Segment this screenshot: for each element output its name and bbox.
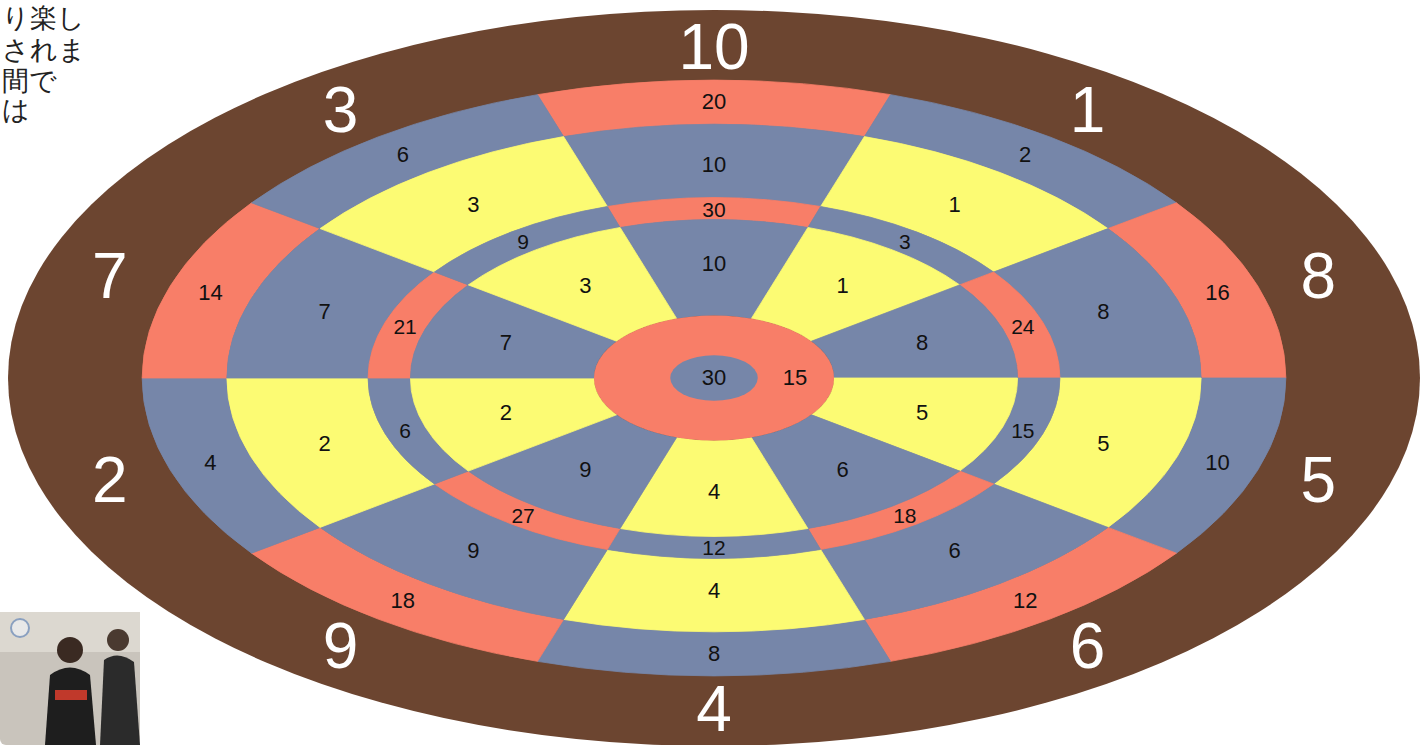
japanese-text: 間で [2,67,57,94]
segment-score: 5 [1097,433,1109,455]
board-rim [8,10,1420,745]
segment-score: 6 [397,144,409,166]
bull-score: 15 [783,367,807,389]
segment-score: 12 [1013,590,1037,612]
segment-score: 4 [204,452,216,474]
japanese-text: り楽し [2,4,85,31]
segment-score: 24 [1011,315,1034,336]
segment-score: 9 [467,540,479,562]
segment-score: 8 [916,332,928,354]
segment-score: 18 [391,590,415,612]
photo-illustration [0,612,140,745]
segment-score: 6 [399,420,411,441]
japanese-text: されま [2,36,86,63]
segment-score: 10 [1205,452,1229,474]
segment-score: 8 [708,643,720,665]
segment-score: 20 [702,91,726,113]
ring-number: 2 [92,448,128,512]
ring-number: 5 [1301,448,1337,512]
segment-score: 14 [198,282,222,304]
bull-score: 30 [702,367,726,389]
ring-number: 3 [323,78,359,142]
segment-score: 2 [318,433,330,455]
board-segment [811,285,1017,378]
segment-score: 3 [579,275,591,297]
segment-score: 1 [837,275,849,297]
board-face [8,10,1420,745]
ring-number: 7 [92,244,128,308]
segment-score: 3 [899,231,911,252]
segment-score: 18 [893,504,916,525]
segment-score: 6 [949,540,961,562]
segment-score: 3 [467,194,479,216]
segment-score: 4 [708,481,720,503]
ring-number: 8 [1301,244,1337,308]
segment-score: 15 [1011,420,1034,441]
board-segment [564,124,865,206]
segment-score: 21 [393,315,416,336]
segment-score: 27 [511,504,534,525]
segment-score: 16 [1205,282,1229,304]
japanese-text: は [2,96,30,123]
segment-score: 9 [579,459,591,481]
segment-score: 4 [708,580,720,602]
segment-score: 9 [517,231,529,252]
ring-number: 9 [323,614,359,678]
ring-number: 10 [678,15,749,79]
segment-score: 7 [500,332,512,354]
ring-number: 4 [696,677,732,741]
board-segment [410,378,616,471]
segment-score: 10 [702,253,726,275]
segment-score: 12 [702,537,725,558]
inner-bull [670,355,758,401]
segment-score: 30 [702,198,725,219]
segment-score: 5 [916,402,928,424]
segment-score: 6 [837,459,849,481]
segment-score: 1 [949,194,961,216]
board-segment [564,549,865,631]
segment-score: 2 [1019,144,1031,166]
segment-score: 2 [500,402,512,424]
ring-number: 1 [1070,78,1106,142]
segment-score: 8 [1097,301,1109,323]
ring-number: 6 [1070,614,1106,678]
segment-score: 7 [318,301,330,323]
outer-bull [594,315,834,440]
segment-score: 10 [702,154,726,176]
board-segment [468,227,676,341]
